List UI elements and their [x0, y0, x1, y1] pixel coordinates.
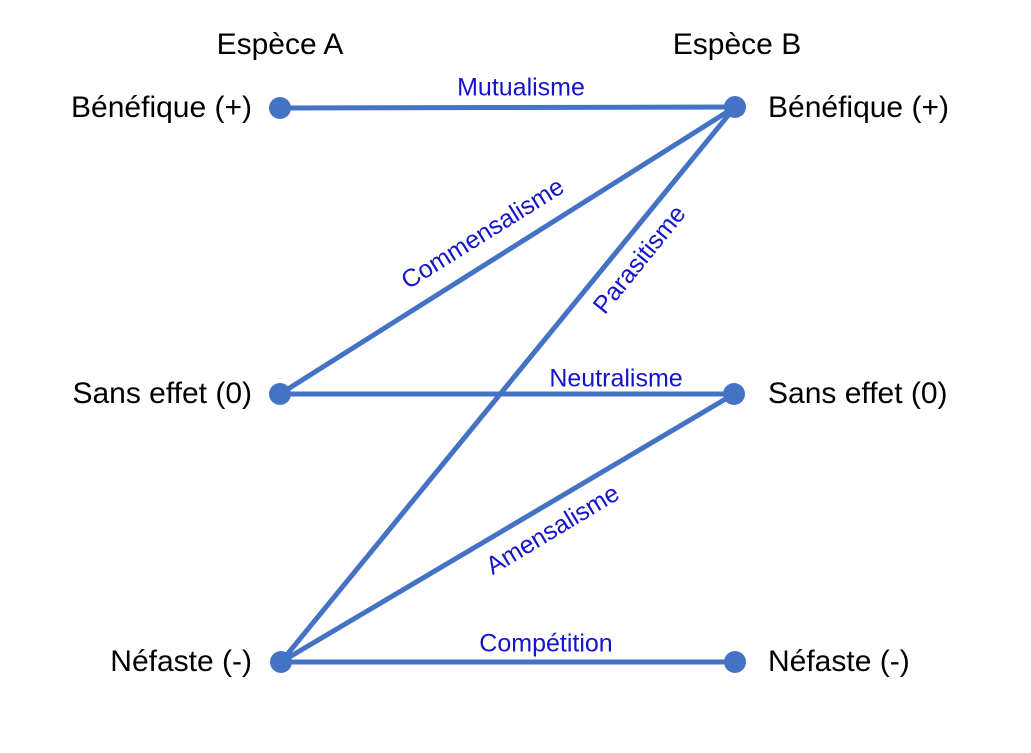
column-header-species-a: Espèce A: [216, 28, 344, 61]
row-label-right-neutral: Sans effet (0): [768, 377, 948, 410]
node-dot-a-zero[interactable]: [269, 383, 291, 405]
edge-line-parasitisme[interactable]: [278, 104, 738, 665]
row-label-right-harmful: Néfaste (-): [768, 645, 910, 678]
edge-label-neutralisme[interactable]: Neutralisme: [549, 364, 683, 393]
edge-line-amensalisme[interactable]: [278, 391, 737, 665]
column-header-species-b: Espèce B: [672, 28, 802, 61]
node-dot-b-zero[interactable]: [723, 383, 745, 405]
edge-line-mutualisme[interactable]: [277, 104, 738, 111]
row-label-left-beneficial: Bénéfique (+): [71, 91, 252, 124]
edges-group: [277, 104, 738, 665]
node-dot-b-minus[interactable]: [724, 651, 746, 673]
node-dot-a-minus[interactable]: [270, 651, 292, 673]
edge-label-mutualisme[interactable]: Mutualisme: [457, 73, 585, 102]
edge-line-commensalisme[interactable]: [277, 104, 738, 397]
row-label-left-neutral: Sans effet (0): [72, 377, 252, 410]
nodes-group: [269, 96, 746, 673]
node-dot-a-plus[interactable]: [269, 97, 291, 119]
node-dot-b-plus[interactable]: [724, 96, 746, 118]
row-label-left-harmful: Néfaste (-): [110, 645, 252, 678]
row-label-right-beneficial: Bénéfique (+): [768, 91, 949, 124]
edge-label-competition[interactable]: Compétition: [479, 629, 613, 658]
